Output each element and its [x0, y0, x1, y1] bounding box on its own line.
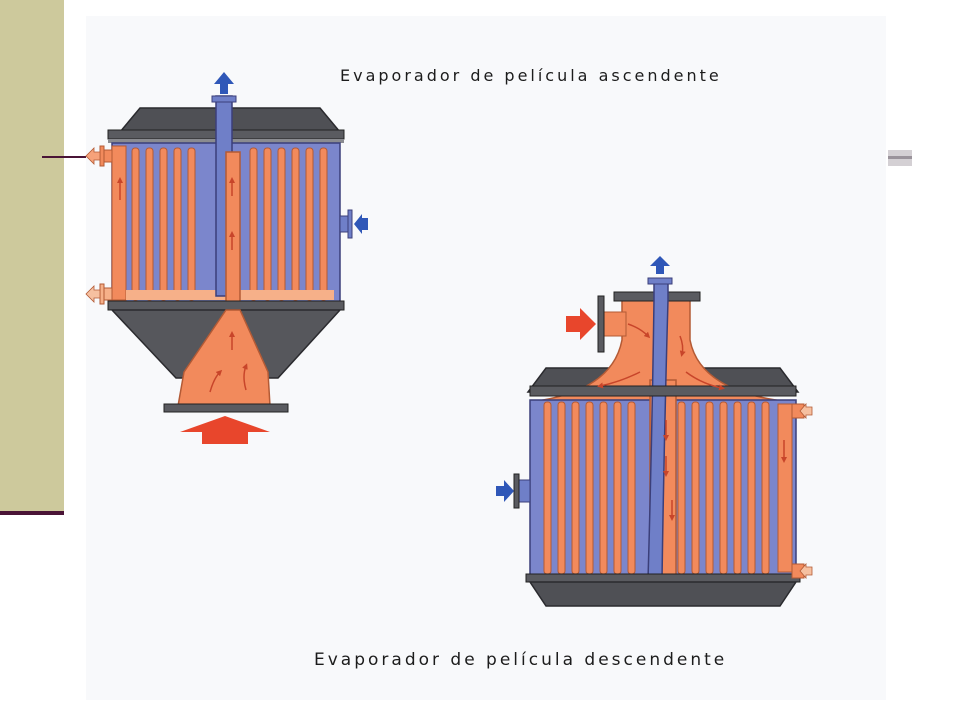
arrow-left-small-icon [85, 285, 101, 303]
slide-sidebar [0, 0, 64, 512]
falling-bottom-base [528, 581, 798, 607]
caption-rising-film: Evaporador de película ascendente [340, 66, 722, 85]
sidebar-rule [0, 511, 64, 515]
arrow-up-icon [214, 72, 234, 94]
arrow-left-small-icon [85, 147, 101, 165]
arrow-left-small-icon [799, 562, 813, 580]
falling-bottom-flange [525, 573, 801, 583]
arrow-right-icon [566, 308, 596, 340]
falling-flow-arrows [597, 323, 787, 521]
accent-line [42, 156, 92, 158]
falling-steam-inlet-nozzle [517, 479, 531, 503]
arrow-right-small-icon [496, 480, 514, 502]
rising-flow-arrows [117, 177, 248, 393]
arrow-up-icon [650, 256, 670, 274]
arrow-left-small-icon [799, 402, 813, 420]
arrow-up-large-icon [180, 416, 270, 444]
caption-falling-film: Evaporador de película descendente [314, 650, 728, 670]
arrow-left-icon [354, 214, 368, 234]
corner-mark [888, 150, 912, 166]
